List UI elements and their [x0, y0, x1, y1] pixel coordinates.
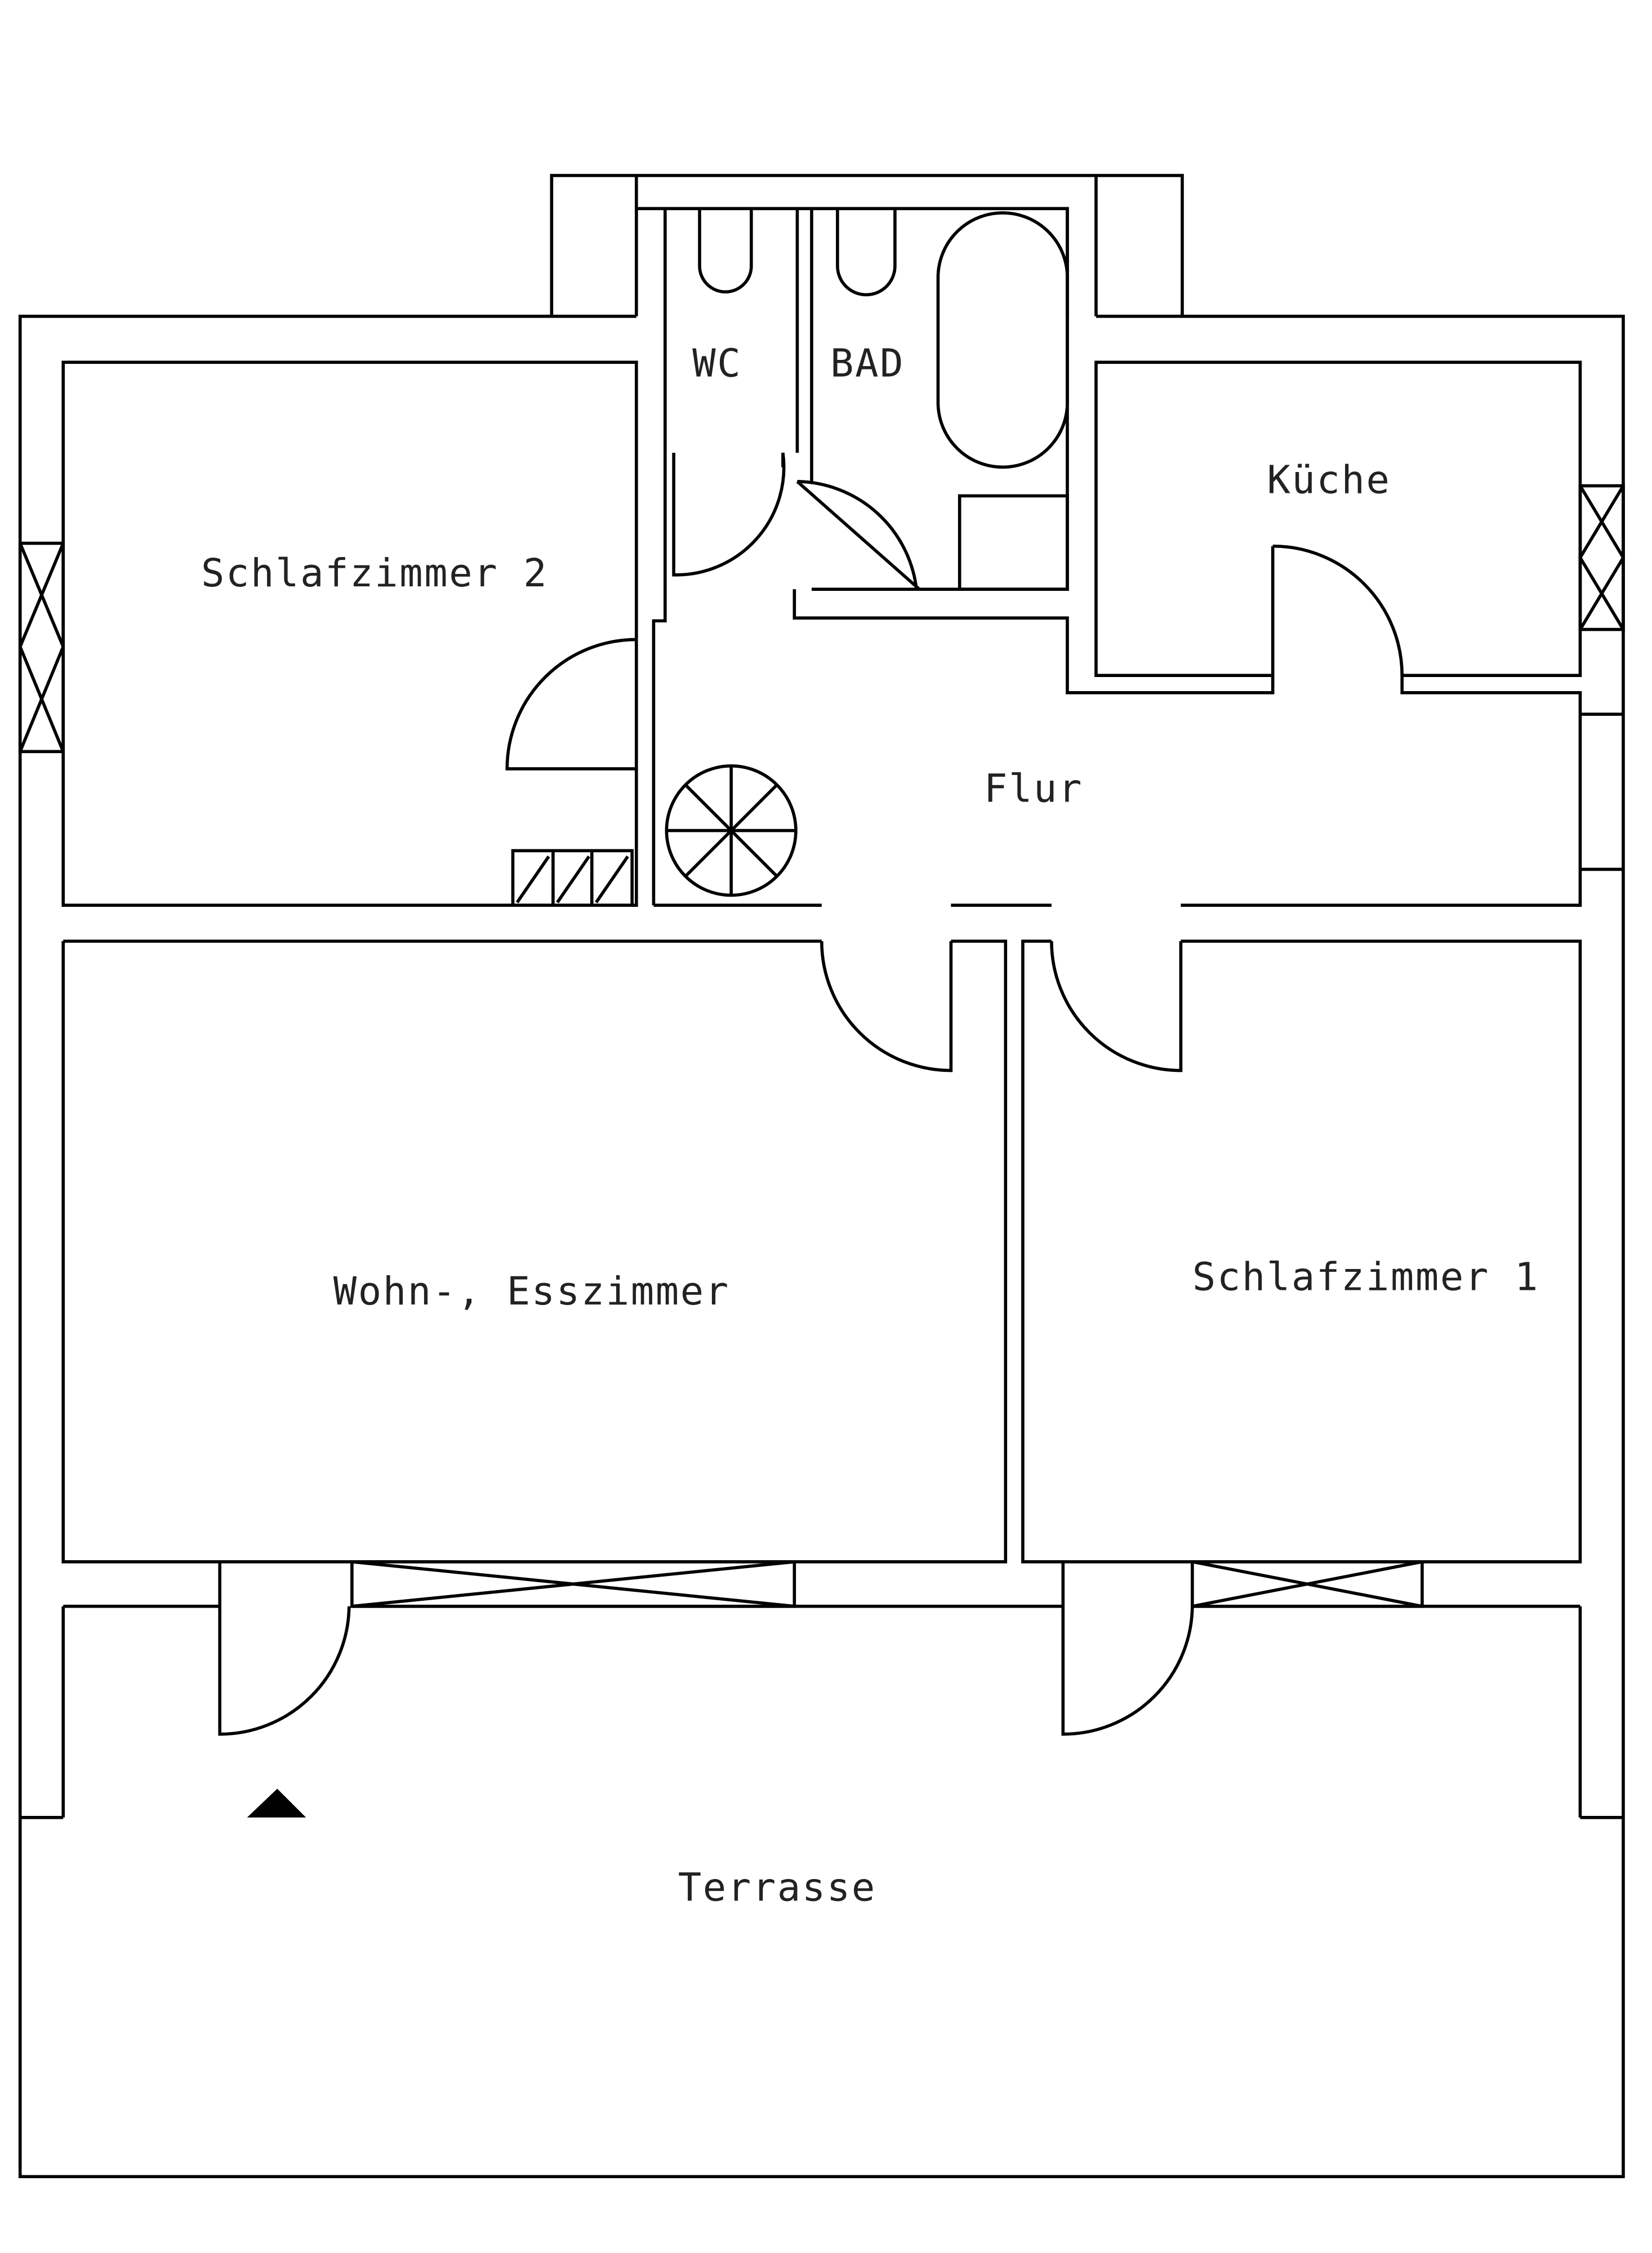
bad-sink-icon	[836, 208, 897, 297]
room-label-schlafzimmer-1: Schlafzimmer 1	[1192, 1255, 1539, 1300]
room-label-terrasse: Terrasse	[678, 1865, 876, 1911]
room-label-bad: BAD	[830, 341, 905, 386]
bathtub-icon	[936, 211, 1069, 469]
room-label-flur: Flur	[984, 767, 1083, 812]
cabinet-icon	[511, 849, 634, 907]
interior-walls	[61, 208, 1623, 1606]
room-label-kueche: Küche	[1267, 457, 1391, 502]
entrance-marker-icon	[247, 1788, 306, 1818]
shower-icon	[958, 494, 1069, 591]
doors	[218, 452, 1404, 1736]
wc-toilet-icon	[698, 208, 753, 293]
room-label-schlafzimmer-2: Schlafzimmer 2	[201, 551, 548, 596]
room-label-wohn-esszimmer: Wohn-, Esszimmer	[333, 1269, 730, 1314]
spiral-stair-icon	[665, 764, 798, 897]
room-label-wc: WC	[692, 341, 742, 386]
windows	[18, 484, 1626, 1608]
sanitary-fixtures	[698, 208, 1069, 591]
